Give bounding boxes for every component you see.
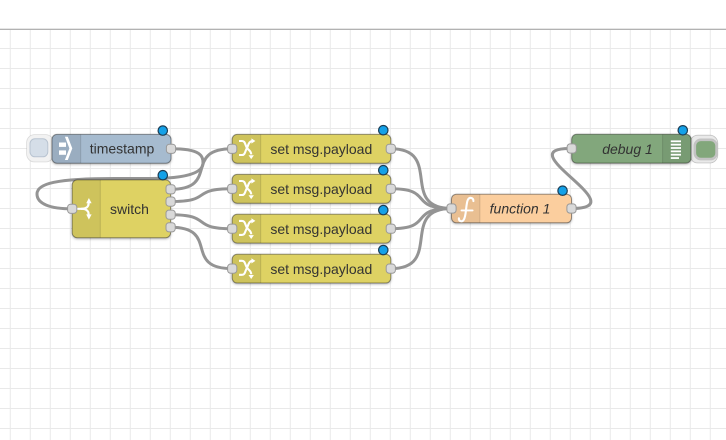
svg-text:set msg.payload: set msg.payload bbox=[270, 181, 372, 197]
svg-text:debug 1: debug 1 bbox=[602, 141, 653, 157]
svg-text:switch: switch bbox=[110, 201, 149, 217]
svg-text:set msg.payload: set msg.payload bbox=[270, 221, 372, 237]
svg-text:set msg.payload: set msg.payload bbox=[270, 261, 372, 277]
svg-text:set msg.payload: set msg.payload bbox=[270, 141, 372, 157]
svg-text:function 1: function 1 bbox=[490, 200, 551, 216]
svg-text:timestamp: timestamp bbox=[90, 141, 155, 157]
